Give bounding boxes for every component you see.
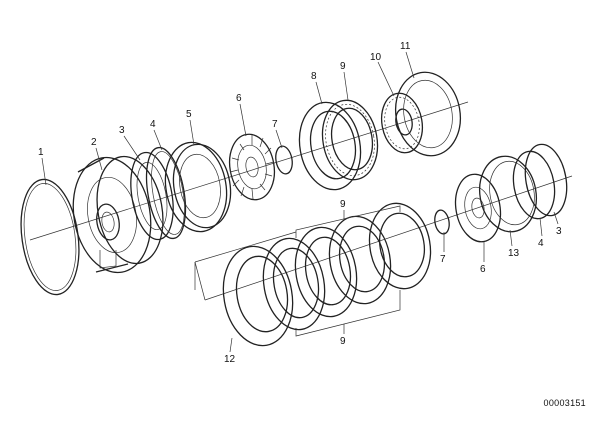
part-3-washer-lower bbox=[524, 143, 568, 217]
bracket-part-9-top bbox=[295, 205, 401, 238]
callout-3: 3 bbox=[119, 125, 125, 136]
bracket-part-9-bottom bbox=[295, 290, 401, 337]
part-11-pressure-plate bbox=[395, 71, 461, 157]
callout-9-lower-top: 9 bbox=[340, 199, 346, 210]
lower-assembly-frame-top bbox=[194, 231, 297, 263]
callout-4-lower: 4 bbox=[538, 238, 544, 249]
callout-3-lower: 3 bbox=[556, 226, 562, 237]
callout-9-lower-bottom: 9 bbox=[340, 336, 346, 347]
callout-8: 8 bbox=[311, 71, 317, 82]
axis-connector bbox=[194, 261, 206, 301]
leader-lines bbox=[41, 51, 559, 353]
callout-12: 12 bbox=[224, 354, 236, 365]
callout-7-lower: 7 bbox=[440, 254, 446, 265]
part-2-clutch-drum bbox=[72, 155, 164, 274]
callout-6: 6 bbox=[236, 93, 242, 104]
part-6-spring-assembly-lower bbox=[454, 173, 502, 243]
part-9-friction-disc-upper bbox=[321, 99, 379, 181]
upper-center-axis bbox=[29, 101, 469, 241]
callout-5: 5 bbox=[186, 109, 192, 120]
part-6-spring-assembly-upper bbox=[228, 133, 276, 201]
callout-2: 2 bbox=[91, 137, 97, 148]
part-12-steel-plate bbox=[222, 245, 294, 347]
callout-11: 11 bbox=[400, 41, 411, 52]
part-1-snap-ring bbox=[20, 178, 80, 296]
lower-center-axis bbox=[204, 175, 573, 301]
part-5-piston bbox=[164, 141, 232, 233]
part-9-friction-disc-stack bbox=[262, 202, 432, 331]
part-4-seal-ring bbox=[145, 146, 187, 240]
part-8-steel-plate bbox=[298, 101, 362, 191]
part-3-thrust-washer bbox=[130, 151, 174, 241]
callout-7: 7 bbox=[272, 119, 278, 130]
callout-10: 10 bbox=[370, 52, 382, 63]
document-number: 00003151 bbox=[543, 398, 586, 408]
callout-1: 1 bbox=[38, 147, 44, 158]
callout-6-lower: 6 bbox=[480, 264, 486, 275]
callout-13: 13 bbox=[508, 248, 520, 259]
callout-4: 4 bbox=[150, 119, 156, 130]
callout-9: 9 bbox=[340, 61, 346, 72]
part-13-piston bbox=[478, 155, 538, 233]
